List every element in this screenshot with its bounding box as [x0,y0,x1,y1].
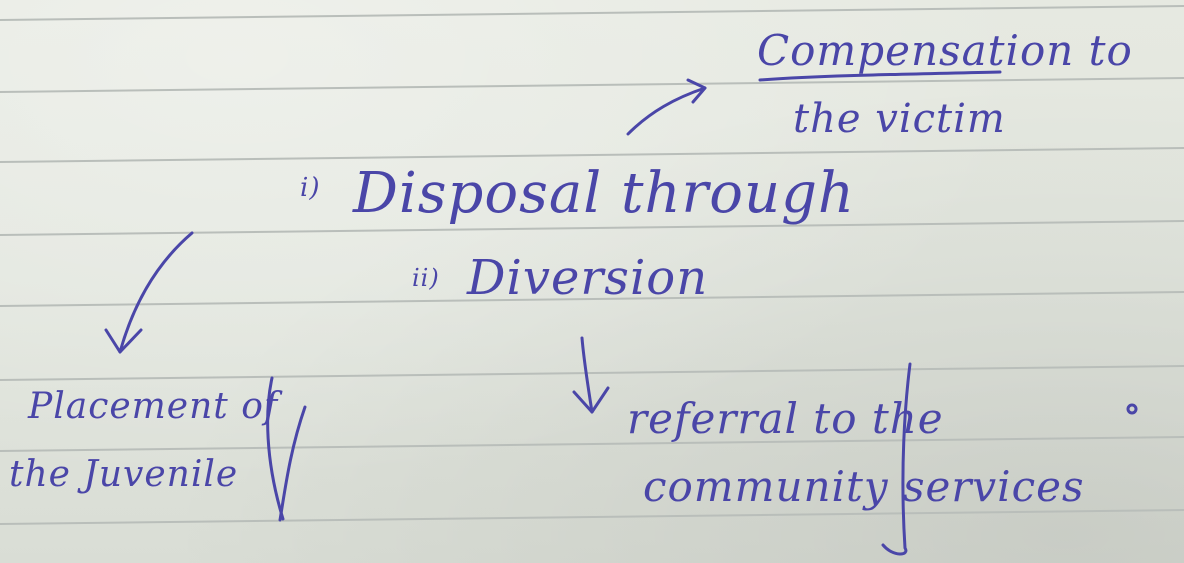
right-note-line1: referral to the [627,394,944,443]
center-top-marker: i) [300,173,321,203]
arrow-down-icon [572,336,610,414]
top-right-note-line2: the victim [793,96,1006,142]
arrow-up-right-icon [626,78,707,136]
right-note-line2: community services [643,462,1085,511]
center-bottom-marker: ii) [412,264,440,292]
arrow-down-left-icon [104,231,194,354]
left-note-line1: Placement of [28,386,279,427]
center-title-line2: Diversion [467,250,709,306]
top-right-note-line1: Compensation to [757,26,1133,75]
left-note-line2: the Juvenile [9,454,239,495]
diagram-marks [266,70,1138,556]
center-title-line1: Disposal through [353,161,855,226]
